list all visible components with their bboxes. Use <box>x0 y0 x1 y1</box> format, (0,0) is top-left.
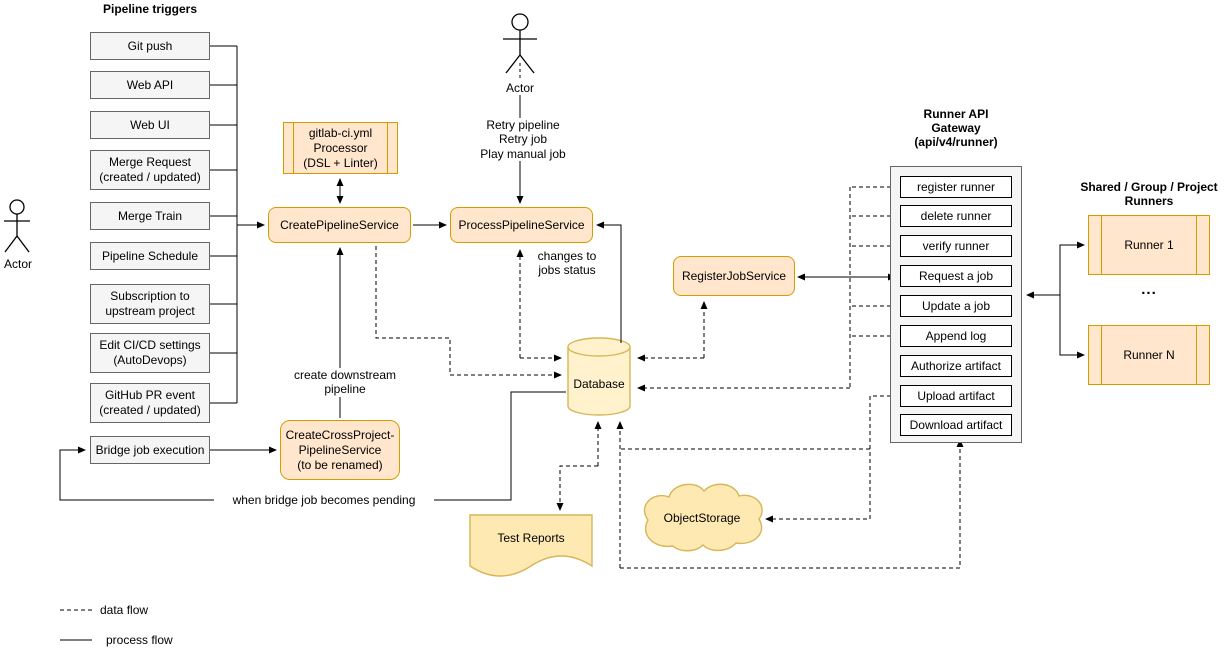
trigger-subscription: Subscription to upstream project <box>90 284 210 324</box>
process-pipeline-service: ProcessPipelineService <box>450 207 593 243</box>
trigger-merge-train: Merge Train <box>90 202 210 230</box>
left-actor-label: Actor <box>3 257 32 271</box>
gitlab-ci-yml-processor: gitlab-ci.yml Processor (DSL + Linter) <box>283 122 398 174</box>
runner-n-label: Runner N <box>1123 347 1175 362</box>
when-bridge-pending-label: when bridge job becomes pending <box>214 493 434 508</box>
trigger-pipeline-schedule: Pipeline Schedule <box>90 242 210 270</box>
component-divider-icon <box>1196 216 1197 274</box>
endpoint-download-artifact: Download artifact <box>900 414 1012 436</box>
endpoint-register-runner: register runner <box>900 176 1012 198</box>
trigger-git-push: Git push <box>90 32 210 60</box>
endpoint-verify-runner: verify runner <box>900 235 1012 257</box>
runners-ellipsis: ... <box>1141 280 1157 298</box>
legend-data-flow-label: data flow <box>100 603 149 617</box>
top-actor-label: Actor <box>505 81 534 95</box>
endpoint-upload-artifact: Upload artifact <box>900 385 1012 407</box>
endpoint-update-a-job: Update a job <box>900 295 1012 317</box>
object-storage-label: ObjectStorage <box>663 511 741 525</box>
document-icon <box>469 514 593 577</box>
shared-runners-title: Shared / Group / Project Runners <box>1080 180 1218 208</box>
component-divider-icon <box>293 123 294 173</box>
test-reports-label: Test Reports <box>497 531 565 545</box>
endpoint-append-log: Append log <box>900 325 1012 347</box>
actor-icon <box>4 199 30 253</box>
trigger-edit-cicd: Edit CI/CD settings (AutoDevops) <box>90 333 210 373</box>
create-cross-project-pipeline-service: CreateCrossProject- PipelineService (to … <box>280 420 400 480</box>
register-job-service: RegisterJobService <box>673 256 795 296</box>
legend-process-flow-label: process flow <box>106 633 173 647</box>
trigger-web-ui: Web UI <box>90 111 210 139</box>
create-downstream-pipeline-label: create downstream pipeline <box>287 368 403 397</box>
runner-1-label: Runner 1 <box>1124 237 1174 252</box>
trigger-github-pr: GitHub PR event (created / updated) <box>90 383 210 423</box>
endpoint-request-a-job: Request a job <box>900 265 1012 287</box>
database-label: Database <box>573 377 625 391</box>
component-divider-icon <box>1101 216 1102 274</box>
component-divider-icon <box>1101 326 1102 384</box>
pipeline-triggers-title: Pipeline triggers <box>102 2 198 16</box>
changes-jobs-status-label: changes to jobs status <box>537 249 597 278</box>
endpoint-authorize-artifact: Authorize artifact <box>900 355 1012 377</box>
gitlab-ci-yml-processor-label: gitlab-ci.yml Processor (DSL + Linter) <box>303 125 378 170</box>
runner-api-gateway-title: Runner API Gateway (api/v4/runner) <box>914 107 998 149</box>
trigger-merge-request: Merge Request (created / updated) <box>90 150 210 190</box>
database-icon <box>567 337 631 416</box>
bridge-job-execution: Bridge job execution <box>90 436 210 464</box>
component-divider-icon <box>1196 326 1197 384</box>
create-pipeline-service: CreatePipelineService <box>268 207 411 243</box>
top-actor-actions: Retry pipeline Retry job Play manual job <box>466 118 580 162</box>
actor-icon <box>503 13 537 78</box>
component-divider-icon <box>387 123 388 173</box>
endpoint-delete-runner: delete runner <box>900 205 1012 227</box>
cloud-icon <box>643 483 763 552</box>
trigger-web-api: Web API <box>90 71 210 99</box>
runner-1: Runner 1 <box>1088 215 1210 275</box>
runner-n: Runner N <box>1088 325 1210 385</box>
data-flow-lines <box>60 186 964 611</box>
